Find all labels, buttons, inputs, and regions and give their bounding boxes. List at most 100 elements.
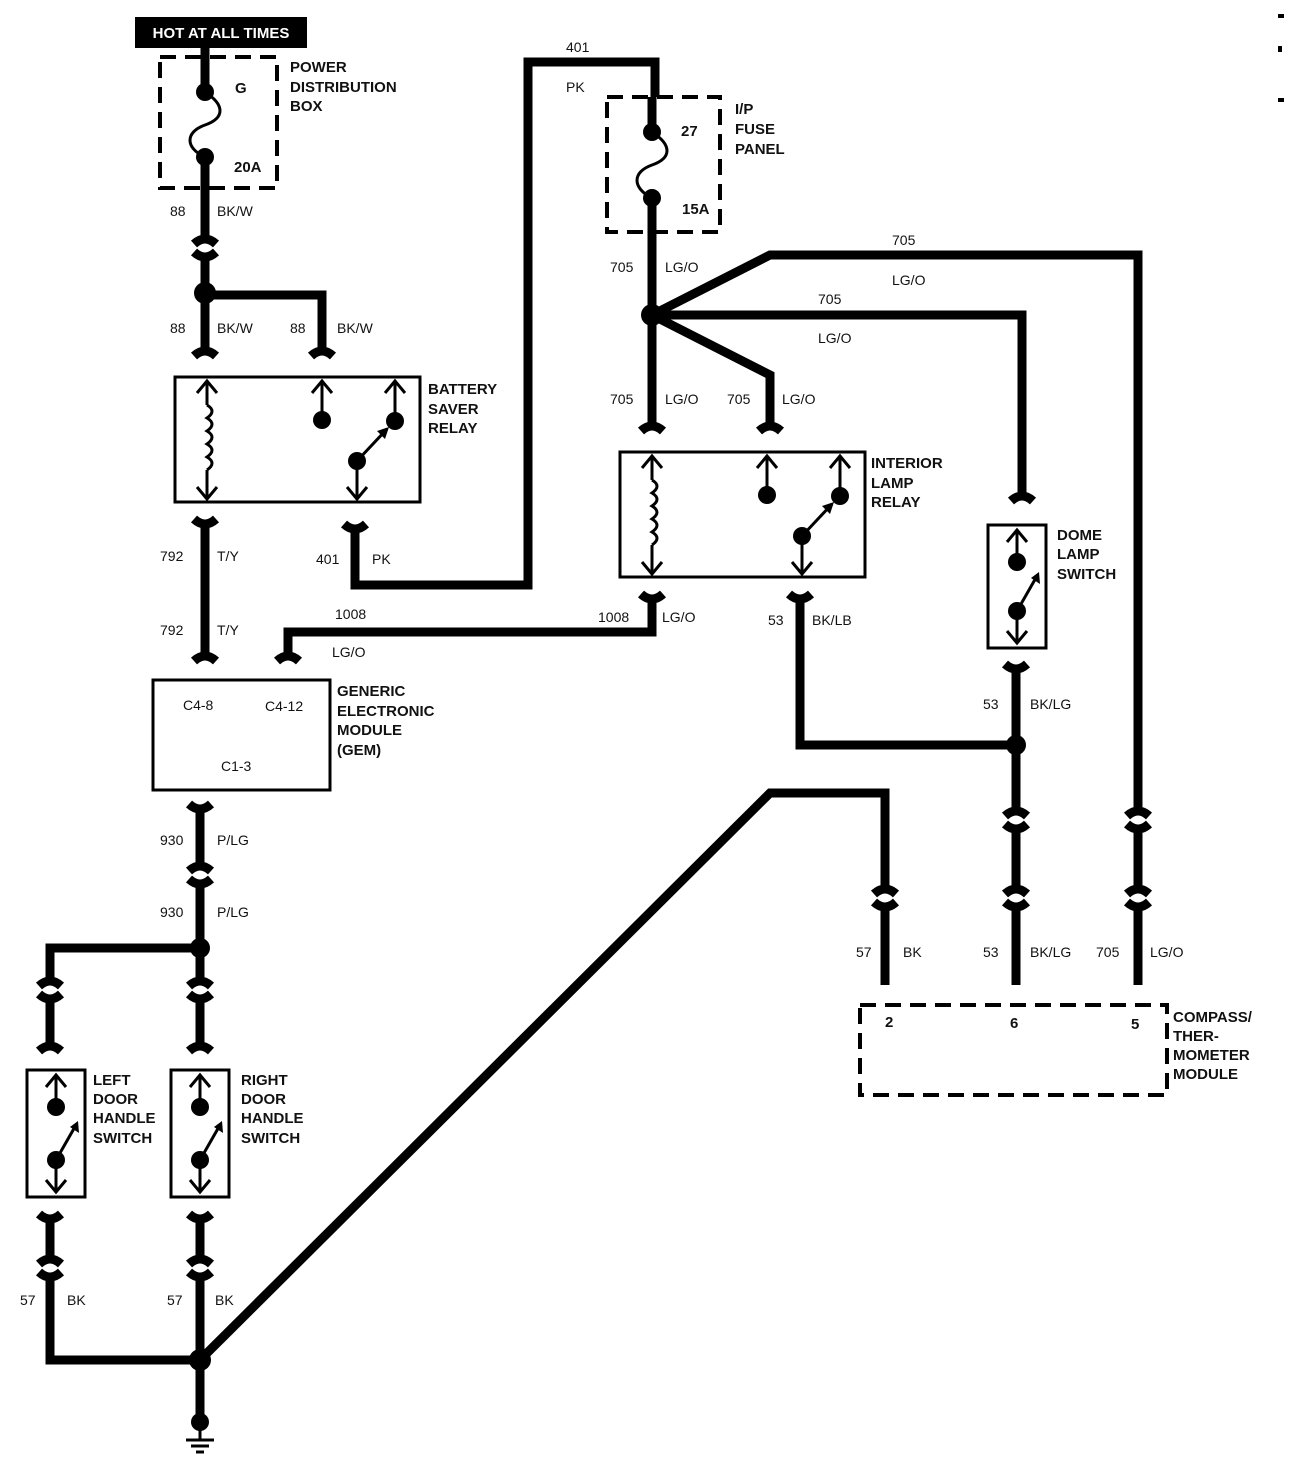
label-line: PANEL: [735, 141, 785, 158]
wire: [350, 57, 660, 590]
compass-thermometer-module: [858, 1003, 1169, 1097]
fuse-icon: [188, 90, 222, 159]
wire: [45, 943, 200, 980]
connector-female: [637, 421, 667, 435]
connector-male: [185, 1210, 215, 1224]
fuse-rating: 15A: [682, 201, 710, 218]
wire-circuit: 57: [856, 944, 872, 960]
wire-circuit: 88: [290, 320, 306, 336]
wire-color: LG/O: [665, 391, 699, 407]
wire-circuit: 705: [610, 259, 634, 275]
wire-circuit: 1008: [335, 606, 366, 622]
splice-dot: [191, 1413, 209, 1431]
connector-female: [1001, 884, 1031, 898]
label-line: POWER: [290, 59, 347, 76]
splice-dot: [313, 411, 331, 429]
connector-male: [185, 1268, 215, 1282]
generic-electronic-module: [151, 678, 332, 792]
splice-dot: [191, 1098, 209, 1116]
wire-color: PK: [372, 551, 391, 567]
arrow-down-icon: [1005, 630, 1029, 646]
connector-female: [307, 346, 337, 360]
splice-dot: [831, 487, 849, 505]
edge-mark: [1278, 14, 1284, 18]
connector-female: [35, 1041, 65, 1055]
gem-pin: C4-12: [265, 698, 303, 714]
compass-pin: 2: [885, 1014, 893, 1031]
wire-circuit: 705: [1096, 944, 1120, 960]
label-line: SAVER: [428, 401, 479, 418]
arrow-down-icon: [345, 486, 369, 502]
connector-female: [190, 651, 220, 665]
connector-female: [185, 1041, 215, 1055]
wire-color: LG/O: [782, 391, 816, 407]
connector-female: [1123, 884, 1153, 898]
left-door-switch-label: LEFT DOOR HANDLE SWITCH: [93, 1072, 156, 1147]
wire-circuit: 705: [610, 391, 634, 407]
wire-circuit: 792: [160, 622, 184, 638]
wire-color: BK: [903, 944, 922, 960]
edge-mark: [1278, 98, 1284, 102]
power-distribution-box: [158, 55, 279, 190]
wire: [652, 310, 1027, 495]
wire-circuit: 930: [160, 832, 184, 848]
connector-male: [35, 1268, 65, 1282]
label-line: LEFT: [93, 1072, 131, 1089]
edge-mark: [1278, 46, 1282, 52]
wire-color: LG/O: [665, 259, 699, 275]
arrow-head-icon: [70, 1121, 79, 1133]
wire-color: T/Y: [217, 548, 239, 564]
splice-dot: [386, 412, 404, 430]
label-line: DOOR: [93, 1091, 138, 1108]
interior-lamp-relay: [618, 450, 867, 579]
wire-labels: 88 BK/W 88 BK/W 88 BK/W 401 PK 401 PK 79…: [20, 39, 1184, 1308]
right-door-switch-label: RIGHT DOOR HANDLE SWITCH: [241, 1072, 304, 1147]
switch-arm: [54, 1124, 78, 1161]
label-line: MODULE: [1173, 1066, 1238, 1083]
wire-circuit: 401: [566, 39, 590, 55]
wire-circuit: 88: [170, 320, 186, 336]
connector-male: [185, 875, 215, 889]
power-distribution-box-label: POWER DISTRIBUTION BOX G 20A: [234, 59, 397, 176]
label-line: DISTRIBUTION: [290, 79, 397, 96]
wire: [649, 310, 775, 425]
left-door-handle-switch: [25, 1068, 87, 1199]
wire-color: BK: [67, 1292, 86, 1308]
label-line: SWITCH: [241, 1130, 300, 1147]
wire-color: LG/O: [1150, 944, 1184, 960]
connector-female: [190, 234, 220, 248]
wire: [205, 290, 327, 350]
wire-circuit: 930: [160, 904, 184, 920]
wire-color: BK/LB: [812, 612, 852, 628]
arrow-head-icon: [214, 1121, 223, 1133]
wire-circuit: 1008: [598, 609, 629, 625]
fuse-id: G: [235, 80, 247, 97]
wire: [45, 1278, 200, 1365]
wire-color: BK/W: [217, 203, 254, 219]
label-line: GENERIC: [337, 683, 406, 700]
connector-male: [35, 1210, 65, 1224]
connector-male: [1123, 898, 1153, 912]
connector-male: [637, 590, 667, 604]
wire-circuit: 792: [160, 548, 184, 564]
wire-circuit: 53: [983, 944, 999, 960]
connector-female: [35, 1254, 65, 1268]
arrow-down-icon: [44, 1179, 68, 1195]
connector-female: [35, 976, 65, 990]
label-line: LAMP: [871, 475, 914, 492]
label-line: ELECTRONIC: [337, 703, 435, 720]
fuse-icon: [635, 130, 669, 200]
wire-color: LG/O: [332, 644, 366, 660]
arrow-down-icon: [790, 561, 814, 577]
battery-saver-relay: [173, 375, 422, 504]
wire-circuit: 57: [20, 1292, 36, 1308]
splice-dot: [641, 304, 663, 326]
ip-fuse-panel: [605, 95, 722, 234]
wire-color: P/LG: [217, 832, 249, 848]
connector-female: [185, 1254, 215, 1268]
coil-icon: [649, 478, 659, 547]
connector-male: [35, 990, 65, 1004]
arrow-head-icon: [822, 502, 834, 514]
label-line: MOMETER: [1173, 1047, 1250, 1064]
